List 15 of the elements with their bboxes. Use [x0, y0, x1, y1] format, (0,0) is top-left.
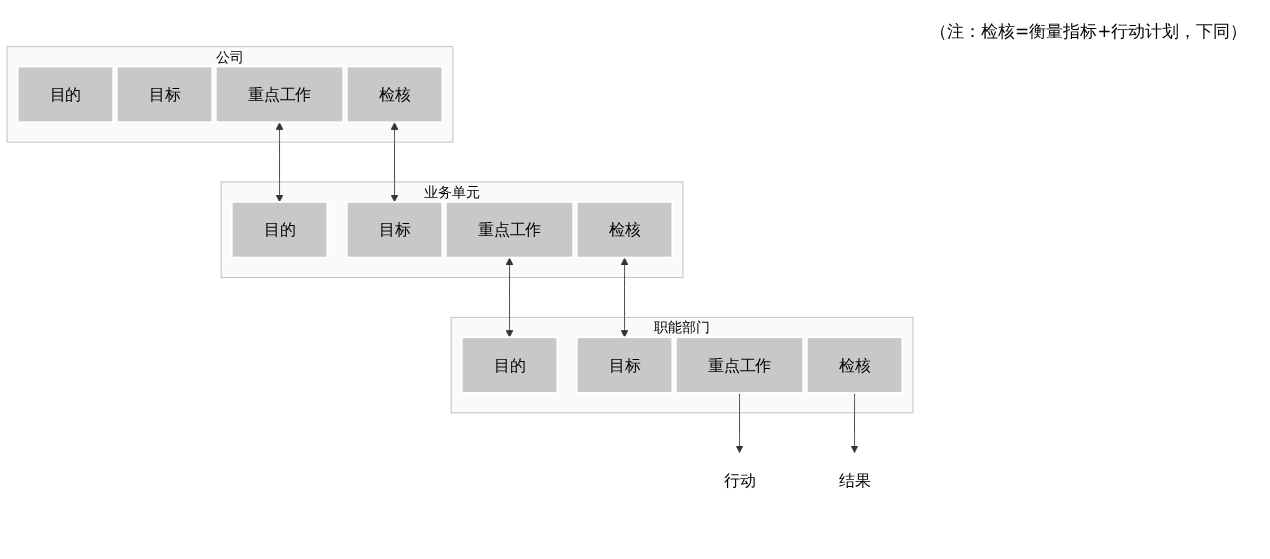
node-box: 目标 [115, 65, 214, 124]
node-box: 目标 [575, 336, 674, 394]
node-box: 检核 [345, 65, 444, 124]
node-box: 目标 [345, 201, 444, 259]
node-box: 检核 [575, 201, 674, 259]
node-box: 重点工作 [674, 336, 805, 394]
note-text: （注：检核=衡量指标+行动计划，下同） [930, 20, 1249, 43]
node-box: 目的 [460, 336, 559, 394]
node-box: 重点工作 [214, 65, 345, 124]
node-box: 目的 [230, 201, 329, 259]
node-box: 检核 [805, 336, 904, 394]
node-text: 结果 [838, 471, 871, 490]
node-box: 重点工作 [444, 201, 575, 259]
node-text: 行动 [723, 471, 756, 490]
node-box: 目的 [16, 65, 115, 124]
